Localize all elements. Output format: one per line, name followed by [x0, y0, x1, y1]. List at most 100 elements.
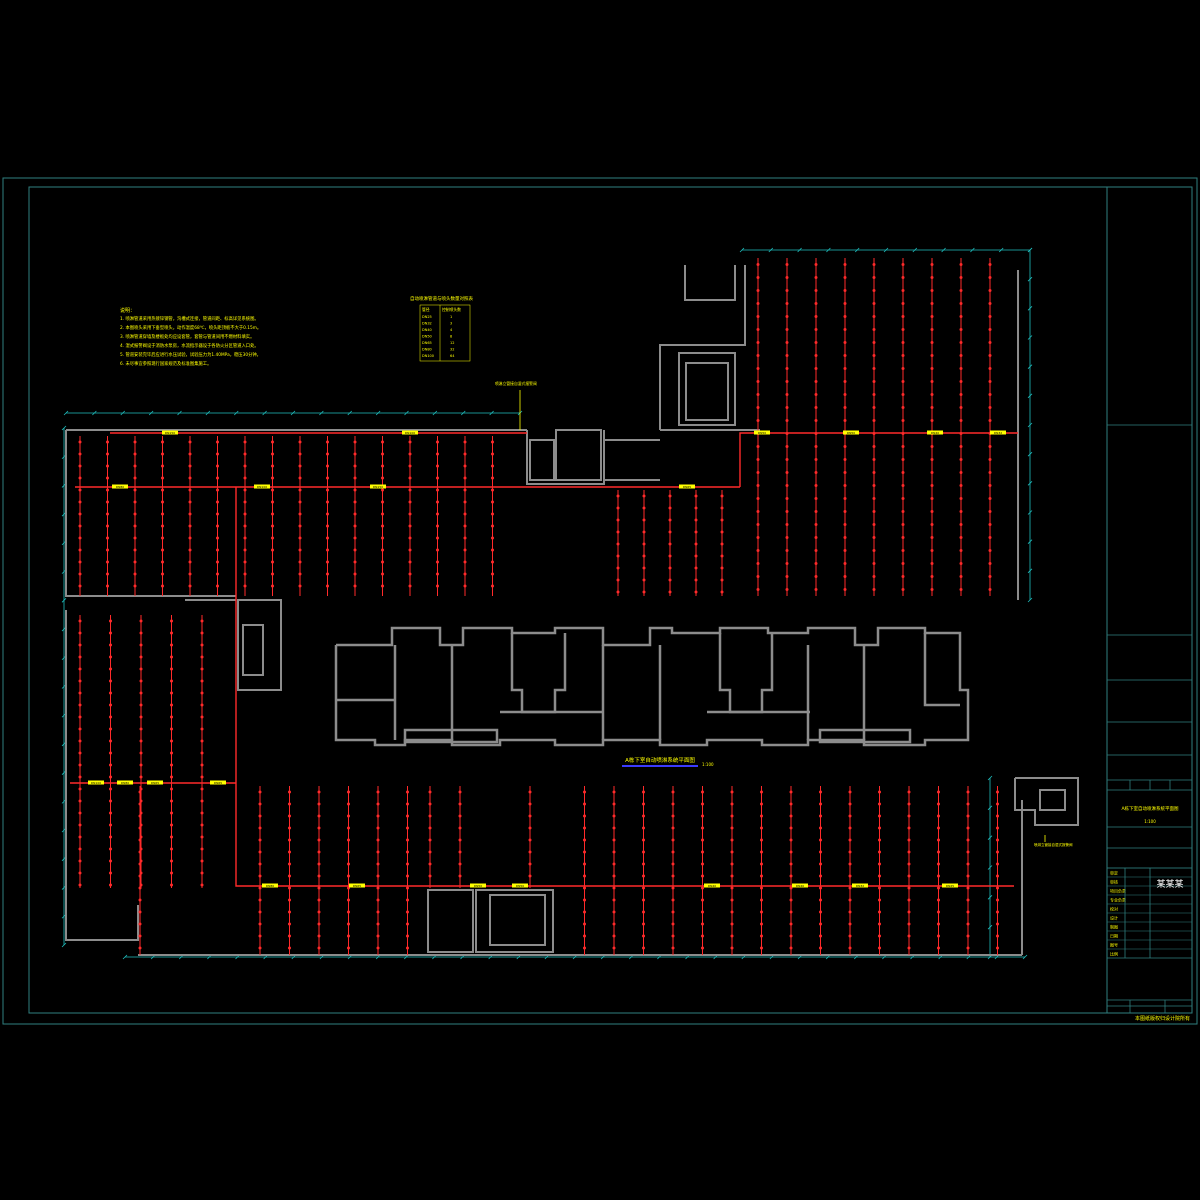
sprinkler-head-icon	[843, 497, 847, 500]
sprinkler-head-icon	[139, 631, 143, 635]
sprinkler-head-icon	[988, 367, 992, 370]
sprinkler-head-icon	[848, 898, 852, 902]
sprinkler-head-icon	[78, 548, 82, 552]
sprinkler-head-icon	[528, 874, 532, 878]
sprinkler-head-icon	[901, 562, 905, 565]
sprinkler-head-icon	[463, 512, 467, 516]
sprinkler-head-icon	[996, 802, 999, 806]
sprinkler-head-icon	[756, 562, 760, 565]
sprinkler-head-icon	[930, 510, 934, 513]
sprinkler-head-icon	[907, 814, 911, 818]
sprinkler-head-icon	[170, 871, 173, 875]
sprinkler-head-icon	[317, 862, 321, 866]
sprinkler-head-icon	[258, 922, 262, 926]
sprinkler-head-icon	[376, 862, 380, 866]
sprinkler-branch-line	[668, 490, 672, 596]
sprinkler-head-icon	[642, 554, 646, 558]
sprinkler-head-icon	[843, 523, 847, 526]
sprinkler-head-icon	[616, 530, 620, 534]
sprinkler-head-icon	[406, 814, 409, 818]
sprinkler-head-icon	[872, 536, 876, 539]
sprinkler-branch-line	[463, 436, 467, 596]
sprinkler-head-icon	[930, 315, 934, 318]
sprinkler-head-icon	[200, 691, 204, 695]
notes-line: 4. 湿式报警阀设于消防水泵房，水流指示器设于各防火分区管道入口处。	[120, 342, 259, 349]
sprinkler-head-icon	[139, 691, 143, 695]
sprinkler-branch-line	[642, 490, 646, 596]
dimension-tick	[1027, 393, 1033, 399]
sprinkler-head-icon	[106, 572, 109, 576]
sprinkler-head-icon	[756, 367, 760, 370]
sprinkler-head-icon	[642, 898, 645, 902]
sprinkler-branch-line	[376, 786, 380, 955]
sprinkler-head-icon	[730, 874, 734, 878]
dimension-tick	[941, 247, 946, 253]
sprinkler-head-icon	[901, 315, 905, 318]
pipe-size-label: DN65	[353, 884, 361, 888]
sprinkler-head-icon	[730, 838, 734, 842]
sprinkler-head-icon	[298, 464, 302, 468]
sprinkler-branch-line	[701, 786, 704, 955]
sprinkler-head-icon	[188, 560, 192, 564]
sprinkler-head-icon	[789, 910, 793, 914]
sprinkler-head-icon	[930, 419, 934, 422]
sprinkler-head-icon	[814, 432, 818, 435]
sprinkler-head-icon	[406, 910, 409, 914]
sprinkler-head-icon	[789, 826, 793, 830]
sprinkler-head-icon	[642, 850, 645, 854]
sprinkler-head-icon	[216, 512, 219, 516]
sprinkler-head-icon	[458, 838, 462, 842]
sprinkler-head-icon	[642, 506, 646, 510]
sprinkler-head-icon	[298, 524, 302, 528]
dimension-tick	[970, 247, 975, 253]
sprinkler-head-icon	[288, 790, 291, 794]
sprinkler-head-icon	[258, 838, 262, 842]
sprinkler-head-icon	[170, 655, 173, 659]
sprinkler-head-icon	[243, 440, 247, 444]
sprinkler-head-icon	[458, 802, 462, 806]
sprinkler-head-icon	[642, 790, 645, 794]
dimension-tick	[739, 247, 745, 253]
sprinkler-head-icon	[353, 548, 357, 552]
sprinkler-head-icon	[188, 452, 192, 456]
sprinkler-head-icon	[78, 859, 82, 863]
sprinkler-head-icon	[959, 419, 963, 422]
sprinkler-head-icon	[760, 886, 763, 890]
sprinkler-head-icon	[819, 838, 822, 842]
sprinkler-head-icon	[848, 826, 852, 830]
sprinkler-head-icon	[139, 775, 143, 779]
sprinkler-head-icon	[463, 560, 467, 564]
sprinkler-head-icon	[966, 922, 970, 926]
sprinkler-head-icon	[109, 883, 112, 887]
sprinkler-head-icon	[789, 934, 793, 938]
sprinkler-head-icon	[353, 512, 357, 516]
sprinkler-head-icon	[671, 862, 675, 866]
sprinkler-head-icon	[406, 922, 409, 926]
sprinkler-head-icon	[785, 523, 789, 526]
sprinkler-head-icon	[406, 862, 409, 866]
sprinkler-head-icon	[988, 536, 992, 539]
sprinkler-branch-line	[966, 786, 970, 955]
sprinkler-head-icon	[901, 289, 905, 292]
sprinkler-head-icon	[848, 790, 852, 794]
sprinkler-head-icon	[671, 826, 675, 830]
sprinkler-head-icon	[668, 554, 672, 558]
sprinkler-head-icon	[988, 471, 992, 474]
sprinkler-head-icon	[959, 445, 963, 448]
sprinkler-head-icon	[701, 826, 704, 830]
sprinkler-head-icon	[901, 497, 905, 500]
sprinkler-head-icon	[436, 476, 439, 480]
pipe-size-tag	[927, 430, 943, 435]
sprinkler-head-icon	[756, 471, 760, 474]
sprinkler-head-icon	[463, 536, 467, 540]
sprinkler-head-icon	[907, 946, 911, 950]
residential-tower-footprint	[334, 626, 970, 747]
sprinkler-head-icon	[491, 440, 494, 444]
dimension-tick	[854, 247, 860, 253]
sprinkler-head-icon	[789, 886, 793, 890]
sprinkler-head-icon	[138, 862, 142, 866]
sprinkler-head-icon	[642, 814, 645, 818]
sprinkler-head-icon	[872, 302, 876, 305]
sprinkler-head-icon	[843, 354, 847, 357]
sprinkler-head-icon	[78, 847, 82, 851]
